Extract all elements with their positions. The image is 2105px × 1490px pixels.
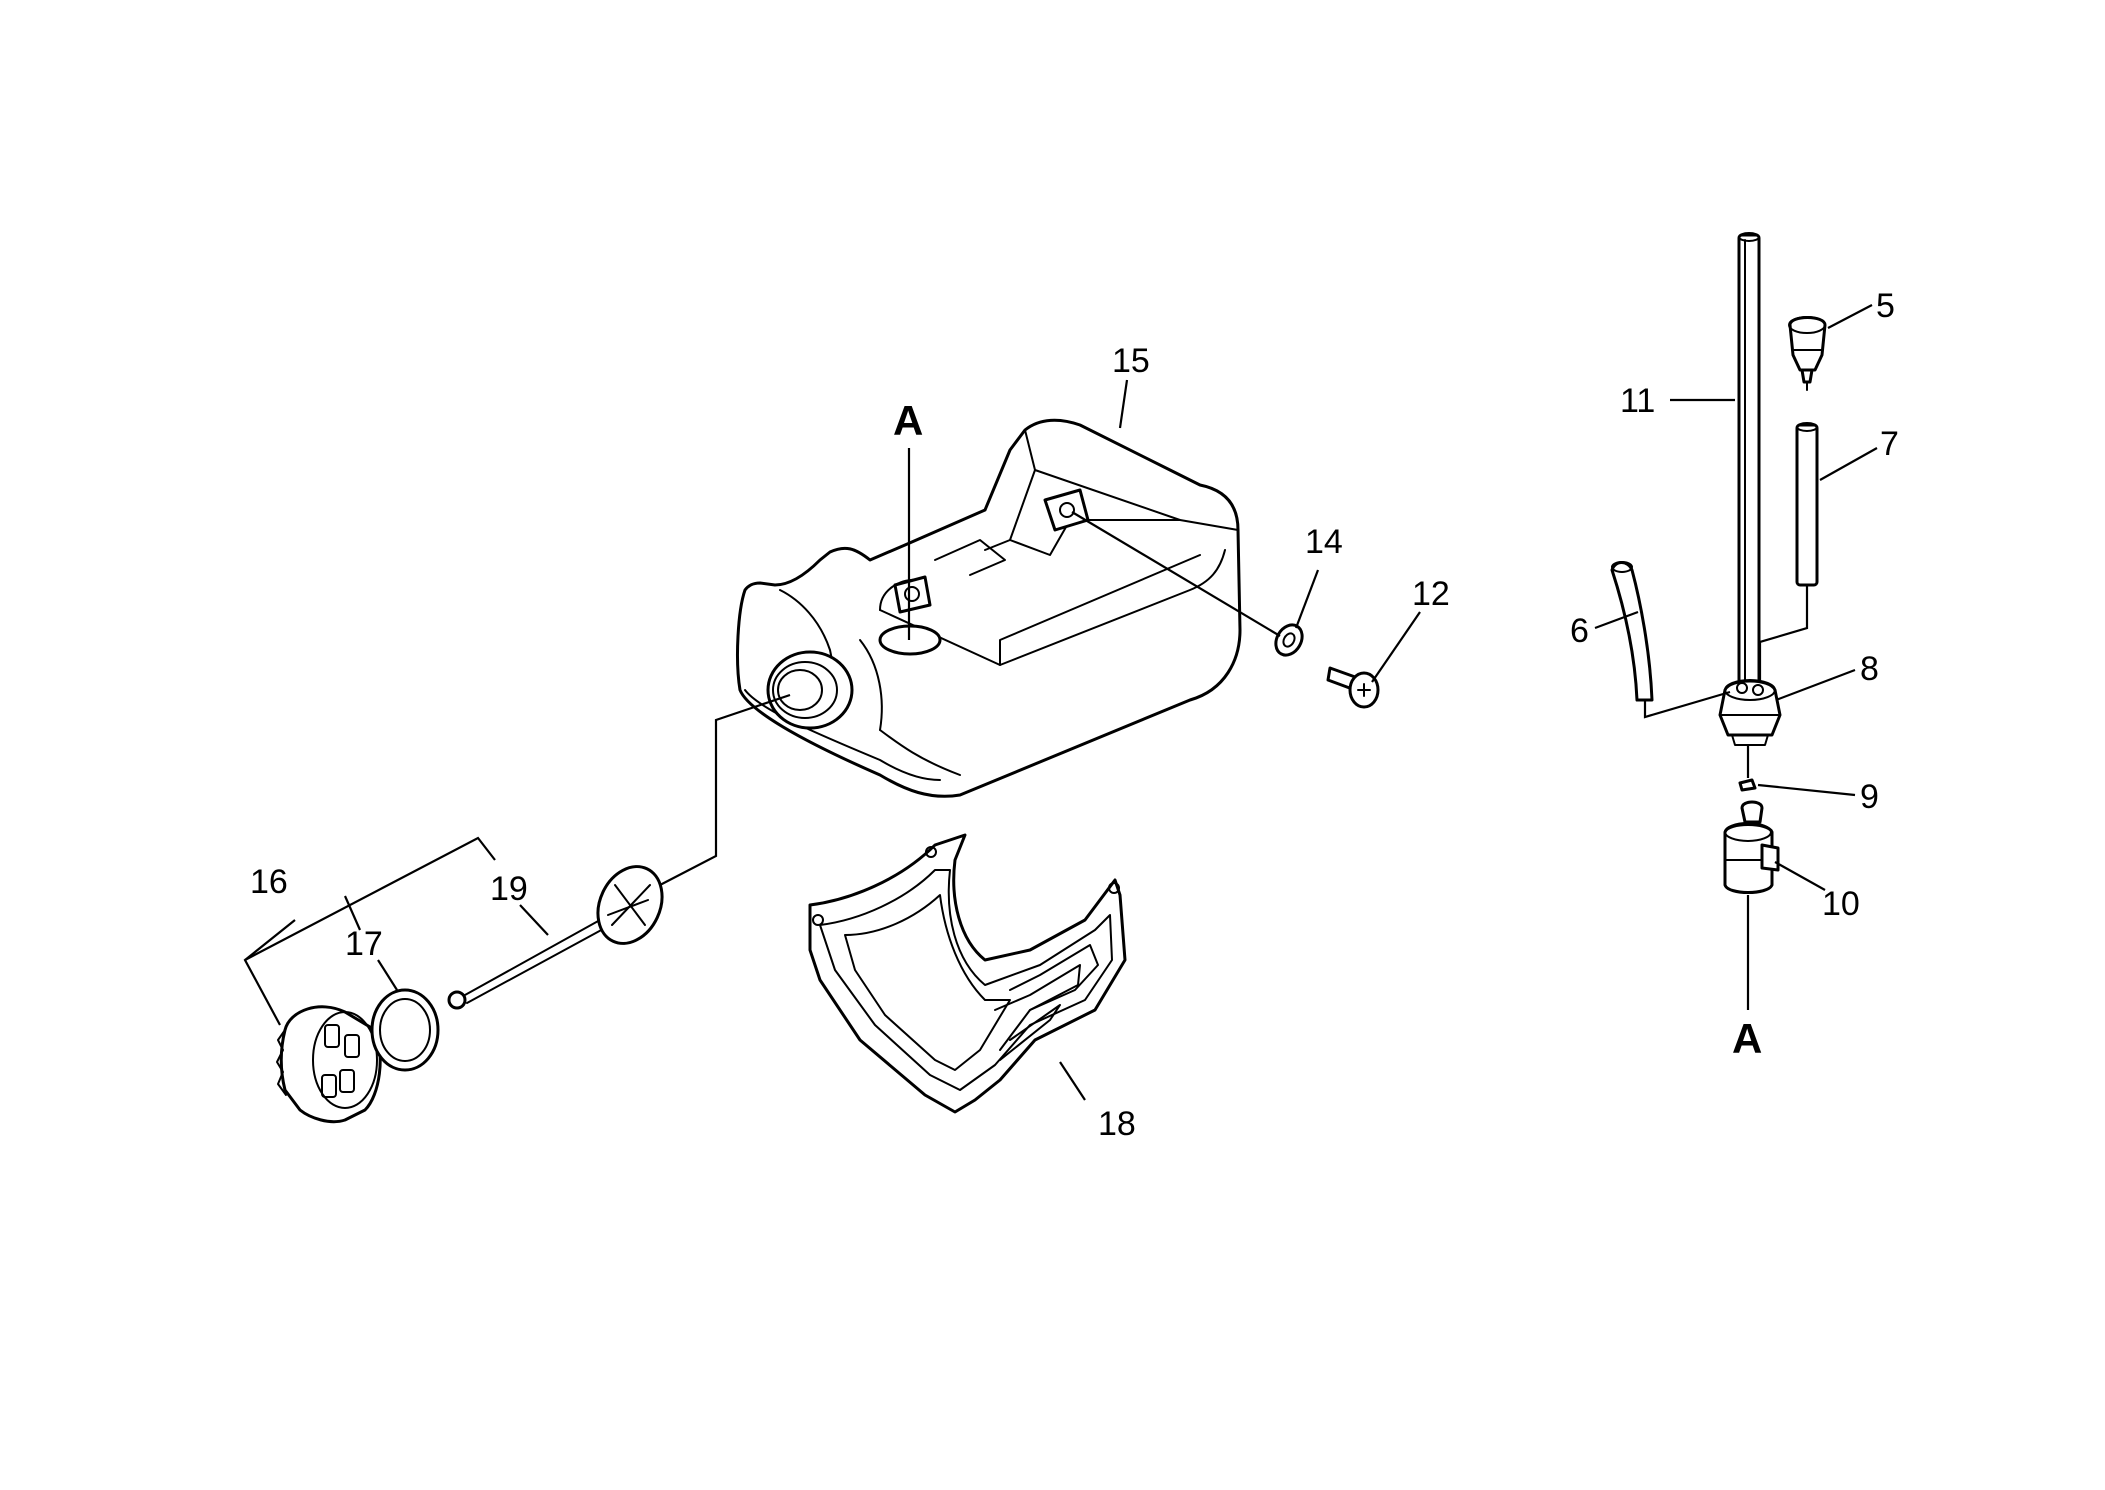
fuel-cap <box>276 1005 382 1124</box>
screw <box>1326 666 1380 709</box>
callout-11: 11 <box>1620 382 1655 420</box>
callout-labels: 15 A 14 12 16 17 19 18 11 5 7 6 8 9 10 A <box>250 287 1899 1143</box>
leader-lines <box>243 304 1878 1101</box>
fuel-line-long <box>1737 232 1761 687</box>
ref-label-pickup: A <box>1732 1015 1762 1062</box>
callout-6: 6 <box>1570 612 1589 650</box>
fuel-line-short <box>1795 422 1819 587</box>
callout-15: 15 <box>1112 342 1150 380</box>
callout-16: 16 <box>250 863 288 901</box>
fuel-filter <box>1723 800 1780 894</box>
callout-10: 10 <box>1822 885 1860 923</box>
fuel-tank <box>736 418 1242 798</box>
washer <box>1274 623 1304 657</box>
callout-12: 12 <box>1412 575 1450 613</box>
cap-gasket <box>370 988 440 1072</box>
callout-18: 18 <box>1098 1105 1136 1143</box>
strainer <box>447 865 664 1010</box>
tank-guard <box>808 833 1127 1114</box>
grommet <box>1718 679 1782 746</box>
callout-8: 8 <box>1860 650 1879 688</box>
clip <box>1738 778 1757 792</box>
vent-line-bent <box>1610 561 1654 702</box>
ref-label-tank: A <box>893 397 923 444</box>
callout-5: 5 <box>1876 287 1895 325</box>
callout-7: 7 <box>1880 425 1899 463</box>
callout-17: 17 <box>345 925 383 963</box>
vent-cap <box>1788 316 1827 391</box>
callout-14: 14 <box>1305 523 1343 561</box>
callout-9: 9 <box>1860 778 1879 816</box>
callout-19: 19 <box>490 870 528 908</box>
